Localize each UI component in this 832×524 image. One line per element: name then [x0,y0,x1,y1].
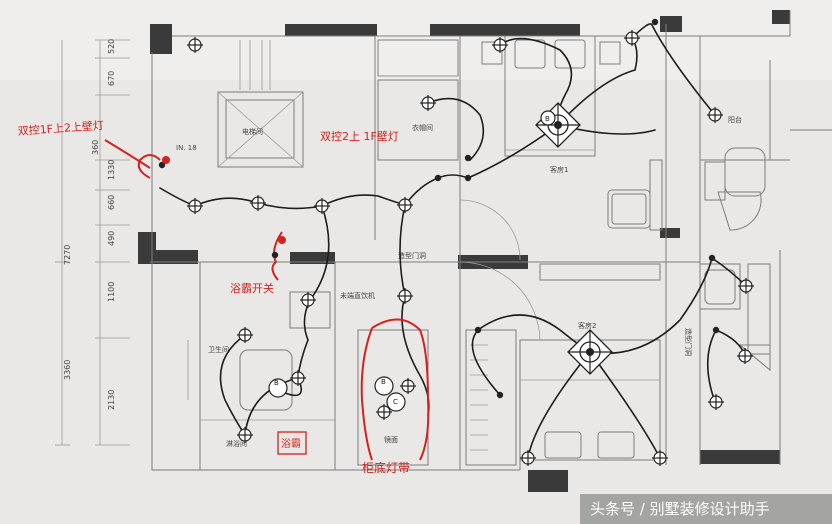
bath-heater-letter: B [274,379,279,387]
cabinet-letter-b: B [381,378,386,386]
annotation-dual-2: 双控2上 1F壁灯 [320,129,399,143]
elevator-dimension: IN. 18 [176,144,197,152]
watermark: 头条号 / 别墅装修设计助手 [580,494,832,524]
guest1-letter-b: B [545,115,550,123]
room-label-bath1: 卫生间 [208,345,229,354]
bath-heater: B [268,378,288,398]
cabinet-letter-c: C [393,398,398,406]
walls [138,10,832,492]
elevator-room: 电梯间 IN. 18 [176,40,304,168]
balcony: 阳台 [704,115,766,231]
cloakroom: 衣帽间 [377,39,459,161]
red-annotations: 双控1F上2上壁灯 双控2上 1F壁灯 浴霸开关 柜底灯带 浴霸 [17,118,410,475]
annotation-cabinet-strip: 柜底灯带 [362,460,410,475]
annotation-dual-1: 双控1F上2上壁灯 [17,118,104,138]
wiring [159,23,747,459]
dim-360: 360 [91,140,100,155]
room-label-balcony: 阳台 [728,115,742,124]
dimension-lines [55,39,130,446]
dim-3360: 3360 [63,360,72,380]
watermark-text: 头条号 / 别墅装修设计助手 [590,500,770,518]
room-label-guest1: 客房1 [550,165,568,174]
room-label-elevator: 电梯间 [242,127,263,136]
room-label-cloakroom: 衣帽间 [412,123,433,132]
room-label-drink: 未端直饮机 [340,291,375,300]
annotation-bath-switch: 浴霸开关 [230,281,274,295]
guest-room-1: 客房1 [481,35,663,231]
room-label-door-2: 造型门洞 [684,328,693,356]
room-label-guest2: 客房2 [578,321,596,330]
red-wiring [137,154,430,461]
dim-7270: 7270 [63,245,72,265]
room-label-mirror: 镜面 [384,435,398,444]
wardrobe-hatching [465,329,517,466]
room-label-shower: 淋浴间 [226,439,247,448]
dim-1100: 1100 [107,282,116,302]
dim-2130: 2130 [107,390,116,410]
dim-1330: 1330 [107,160,116,180]
room-label-door-1: 造型门洞 [398,251,426,260]
dim-490: 490 [107,231,116,246]
annotation-yuba: 浴霸 [281,438,301,450]
dim-660: 660 [107,195,116,210]
annotation-dual-2-line: 双控2上 1F壁灯 [320,129,399,143]
dimension-labels: 520 670 360 1330 660 490 7270 1100 3360 … [63,39,116,410]
corridor: 造型门洞 未端直饮机 [340,199,541,341]
cabinet-symbols: B C B [374,110,556,412]
dim-670: 670 [107,71,116,86]
dim-520: 520 [107,39,116,54]
